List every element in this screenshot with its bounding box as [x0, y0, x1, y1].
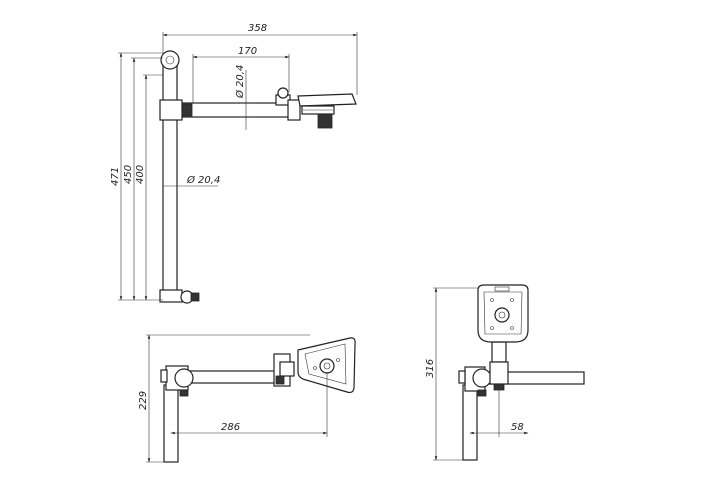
- side-tray-mount: [489, 341, 509, 391]
- top-pole: [162, 54, 178, 300]
- front-arm: [182, 370, 276, 384]
- front-arm-knob: [273, 353, 295, 387]
- side-pole-clamp: [458, 366, 492, 397]
- top-view: 358 170 Ø 20,4 Ø 20,4 471 450 400: [110, 23, 358, 304]
- dim-pole-diameter: Ø 20,4: [186, 174, 220, 186]
- side-pole: [462, 384, 478, 461]
- dim-height-450: 450: [123, 165, 134, 184]
- dim-arm-reach: 170: [238, 46, 257, 57]
- dim-height-400: 400: [135, 165, 146, 184]
- arm-knob: [275, 87, 301, 121]
- top-pole-cap: [160, 50, 180, 70]
- front-pole-clamp: [160, 365, 194, 397]
- dim-side-offset: 58: [511, 422, 524, 433]
- tray-top: [297, 93, 357, 129]
- dim-height-471: 471: [110, 167, 121, 186]
- front-pole: [163, 384, 179, 463]
- arm-joint-clamp: [159, 99, 193, 121]
- dim-side-height: 316: [425, 359, 436, 378]
- side-tray: [477, 284, 529, 343]
- dim-front-height: 229: [138, 391, 149, 410]
- dim-top-width: 358: [248, 23, 267, 34]
- bottom-clamp: [159, 289, 200, 304]
- side-view: 316 58: [425, 284, 585, 461]
- top-arm: [176, 102, 290, 118]
- front-view: 229 286: [138, 334, 356, 463]
- front-tray: [297, 337, 356, 394]
- dim-arm-diameter: Ø 20,4: [234, 65, 246, 99]
- dim-front-reach: 286: [221, 422, 240, 433]
